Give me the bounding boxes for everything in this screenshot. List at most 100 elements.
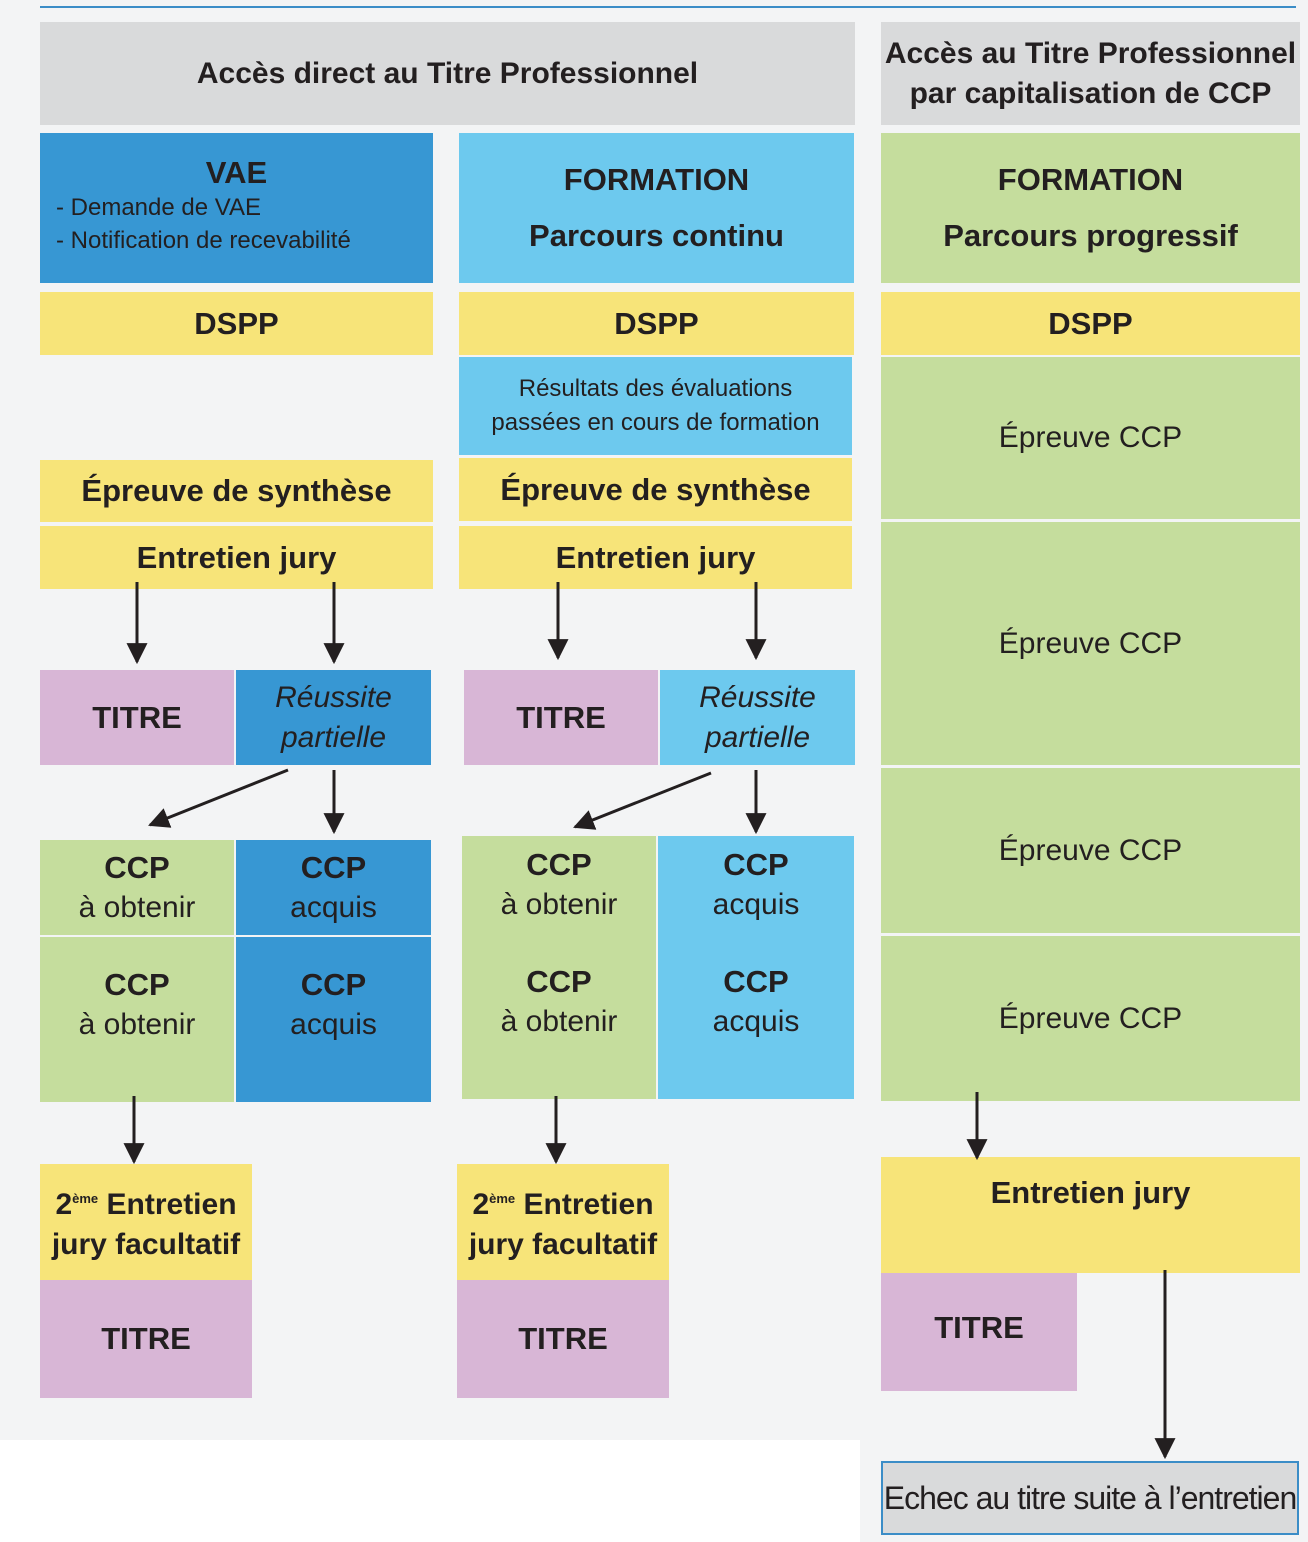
vae-second-entretien: 2ème Entretien jury facultatif: [40, 1164, 252, 1280]
formation-second-entretien: 2ème Entretien jury facultatif: [457, 1164, 669, 1280]
formation-progressif-subtitle: Parcours progressif: [943, 218, 1238, 253]
second-entretien-word: Entretien: [98, 1188, 237, 1221]
formation-ccp-a-obtenir-2: CCP à obtenir: [462, 934, 656, 1099]
ccp-status: à obtenir: [500, 888, 618, 921]
vae-step-notification: - Notification de recevabilité: [56, 227, 351, 254]
ccp-label: CCP: [723, 847, 789, 882]
formation-titre: TITRE: [464, 670, 658, 765]
resultats-line1: Résultats des évaluations: [518, 375, 793, 402]
header-ccp-capitalisation: Accès au Titre Professionnel par capital…: [881, 22, 1300, 125]
ccp-status: acquis: [290, 890, 377, 924]
header-ccp-line1: Accès au Titre Professionnel: [884, 36, 1297, 70]
formation-ccp-acquis-2: CCP acquis: [658, 934, 854, 1099]
epreuve-ccp-4: Épreuve CCP: [881, 936, 1300, 1101]
ccp-label: CCP: [723, 963, 789, 999]
echec-titre-label: Echec au titre suite à l’entretien: [883, 1479, 1297, 1516]
vae-dspp: DSPP: [40, 292, 433, 355]
vae-titre: TITRE: [40, 670, 234, 765]
ccp-status: à obtenir: [500, 1004, 618, 1038]
vae-ccp-acquis-1: CCP acquis: [236, 840, 431, 935]
vae-ccp-acquis-2: CCP acquis: [236, 937, 431, 1102]
epreuve-ccp-label: Épreuve CCP: [998, 833, 1183, 867]
vae-epreuve-synthese: Épreuve de synthèse: [40, 460, 433, 522]
ccp-status: acquis: [290, 1007, 377, 1041]
progressif-dspp-label: DSPP: [1048, 305, 1133, 341]
progressif-titre-label: TITRE: [934, 1310, 1024, 1345]
epreuve-ccp-label: Épreuve CCP: [998, 1001, 1183, 1035]
vae-entretien-label: Entretien jury: [136, 539, 337, 575]
formation-entretien-label: Entretien jury: [555, 539, 756, 575]
ordinal-suffix: ème: [489, 1191, 516, 1206]
resultats-line2: passées en cours de formation: [491, 409, 820, 436]
formation-reussite-line1: Réussite: [699, 680, 816, 714]
formation-progressif-box: FORMATION Parcours progressif: [881, 133, 1300, 283]
vae-entretien-jury: Entretien jury: [40, 526, 433, 589]
ccp-label: CCP: [300, 849, 367, 885]
header-ccp-line2: par capitalisation de CCP: [909, 76, 1272, 110]
ccp-label: CCP: [104, 849, 170, 885]
epreuve-ccp-1: Épreuve CCP: [881, 357, 1300, 519]
formation-dspp-label: DSPP: [614, 305, 699, 341]
formation-continu-box: FORMATION Parcours continu: [459, 133, 854, 283]
ordinal-suffix: ème: [72, 1191, 99, 1206]
formation-continu-title: FORMATION: [563, 162, 750, 197]
ccp-status: à obtenir: [78, 890, 196, 924]
header-direct-access: Accès direct au Titre Professionnel: [40, 22, 855, 125]
vae-second-line2: jury facultatif: [51, 1228, 241, 1261]
ccp-status: acquis: [712, 888, 800, 921]
formation-entretien-jury: Entretien jury: [459, 526, 852, 589]
vae-dspp-label: DSPP: [194, 305, 279, 341]
ccp-status: acquis: [712, 1004, 800, 1038]
echec-titre-box: Echec au titre suite à l’entretien: [881, 1461, 1299, 1535]
vae-step-demande: - Demande de VAE: [56, 194, 261, 221]
formation-titre-final: TITRE: [457, 1280, 669, 1398]
ccp-label: CCP: [526, 847, 592, 882]
vae-second-line1: 2ème Entretien: [55, 1179, 236, 1225]
vae-reussite-line2: partielle: [280, 720, 387, 754]
formation-second-line1: 2ème Entretien: [472, 1179, 653, 1225]
top-rule: [40, 6, 1296, 8]
formation-titre-final-label: TITRE: [518, 1321, 608, 1356]
header-direct-label: Accès direct au Titre Professionnel: [196, 56, 699, 90]
formation-progressif-title: FORMATION: [997, 162, 1184, 197]
ccp-status: à obtenir: [78, 1007, 196, 1041]
vae-titre-label: TITRE: [92, 699, 182, 735]
background-blank-area: [0, 1440, 860, 1542]
epreuve-ccp-2: Épreuve CCP: [881, 522, 1300, 765]
formation-dspp: DSPP: [459, 292, 854, 355]
vae-epreuve-label: Épreuve de synthèse: [81, 473, 392, 508]
arrow-formation-reussite-to-ccp-obtenir: [573, 771, 712, 830]
vae-box: VAE - Demande de VAE - Notification de r…: [40, 133, 433, 283]
ordinal-number: 2: [55, 1188, 73, 1221]
formation-continu-subtitle: Parcours continu: [529, 218, 784, 253]
formation-titre-label: TITRE: [516, 699, 606, 735]
vae-title: VAE: [205, 155, 268, 190]
vae-steps-list: - Demande de VAE - Notification de recev…: [40, 191, 351, 257]
ccp-label: CCP: [526, 963, 592, 999]
formation-epreuve-synthese: Épreuve de synthèse: [459, 458, 852, 521]
formation-reussite-partielle: Réussite partielle: [660, 670, 855, 765]
vae-ccp-a-obtenir-2: CCP à obtenir: [40, 937, 234, 1102]
vae-reussite-partielle: Réussite partielle: [236, 670, 431, 765]
ccp-label: CCP: [104, 966, 170, 1002]
epreuve-ccp-3: Épreuve CCP: [881, 768, 1300, 933]
formation-epreuve-label: Épreuve de synthèse: [500, 471, 811, 507]
progressif-entretien-jury: Entretien jury: [881, 1157, 1300, 1273]
vae-reussite-line1: Réussite: [275, 680, 392, 714]
formation-reussite-line2: partielle: [704, 720, 811, 754]
arrow-vae-reussite-to-ccp-obtenir: [148, 768, 289, 828]
formation-second-line2: jury facultatif: [468, 1228, 658, 1261]
second-entretien-word: Entretien: [515, 1188, 654, 1221]
progressif-titre: TITRE: [881, 1273, 1077, 1391]
epreuve-ccp-label: Épreuve CCP: [998, 626, 1183, 660]
epreuve-ccp-label: Épreuve CCP: [998, 421, 1183, 454]
progressif-entretien-label: Entretien jury: [990, 1175, 1191, 1210]
progressif-dspp: DSPP: [881, 292, 1300, 355]
ccp-label: CCP: [300, 966, 367, 1002]
vae-titre-final: TITRE: [40, 1280, 252, 1398]
ordinal-number: 2: [472, 1188, 490, 1221]
vae-titre-final-label: TITRE: [101, 1321, 191, 1356]
formation-resultats-evaluations: Résultats des évaluations passées en cou…: [459, 357, 852, 455]
formation-ccp-a-obtenir-1: CCP à obtenir: [462, 836, 656, 934]
